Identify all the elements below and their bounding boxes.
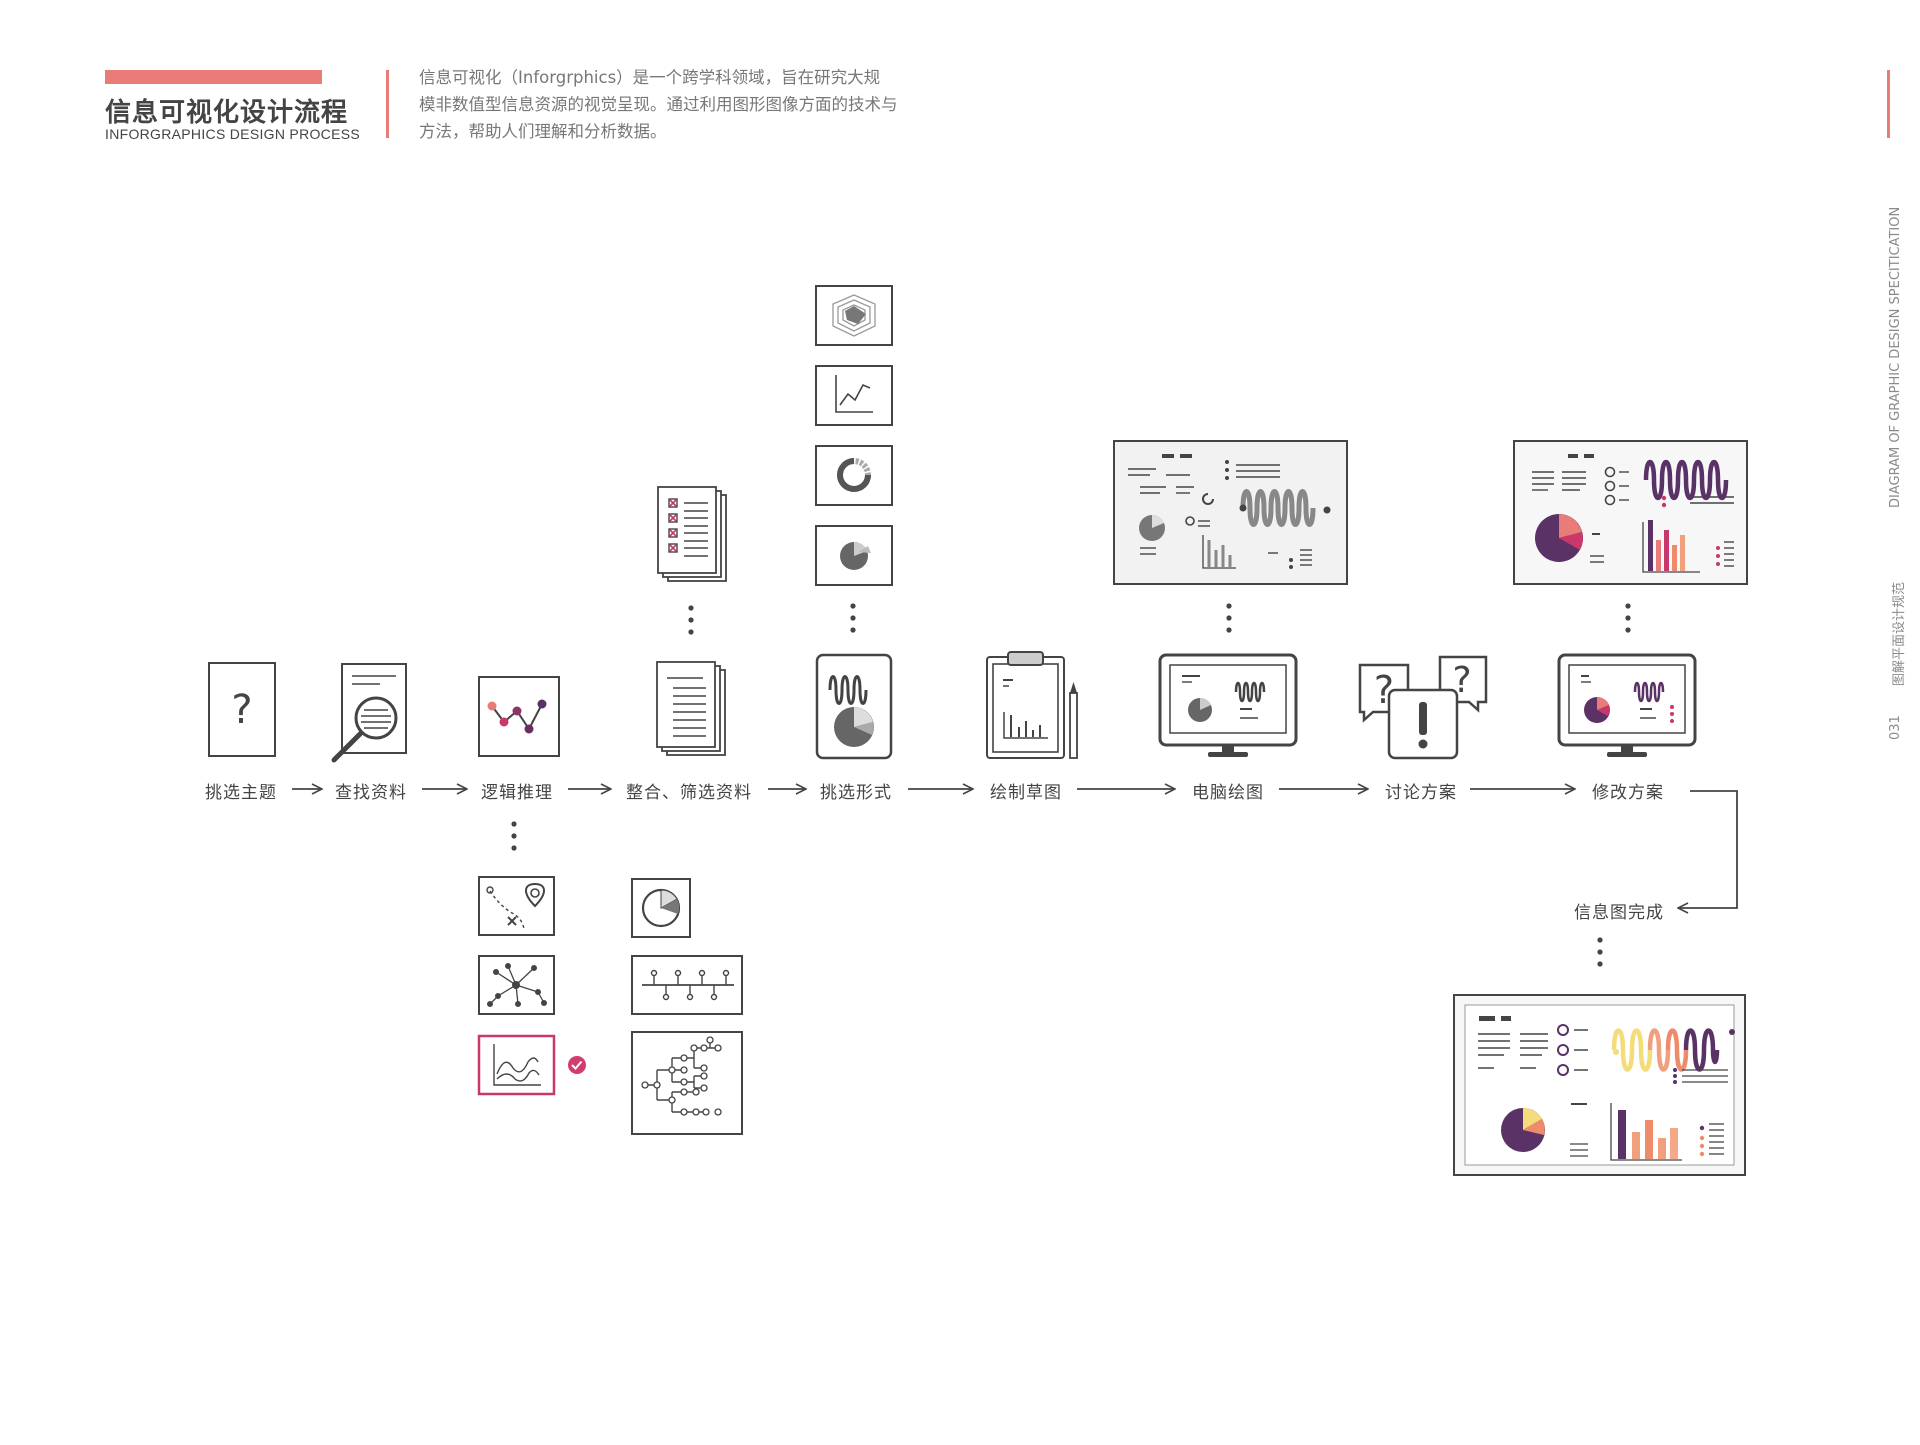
map-route-option-icon <box>478 876 555 936</box>
dots-logic-down <box>511 821 517 851</box>
question-document-icon: ? <box>208 662 276 757</box>
discussion-bubbles-icon: ? ? <box>1358 655 1488 760</box>
page-subtitle: INFORGRAPHICS DESIGN PROCESS <box>105 126 360 142</box>
intro-line: 信息可视化（Inforgrphics）是一个跨学科领域，旨在研究大规 <box>419 68 881 87</box>
svg-text:?: ? <box>231 687 252 733</box>
chart-form-tile-icon <box>815 653 893 760</box>
step-label-complete: 信息图完成 <box>1574 903 1664 923</box>
step-label-discuss-plan: 讨论方案 <box>1385 783 1457 803</box>
svg-text:?: ? <box>1452 660 1471 701</box>
stacked-documents-icon <box>656 661 726 756</box>
final-infographic-mockup <box>1453 994 1746 1176</box>
step-label-select-topic: 挑选主题 <box>205 783 277 803</box>
search-document-icon <box>331 663 407 763</box>
flow-arrows <box>292 789 1738 908</box>
checklist-documents-icon <box>657 486 727 582</box>
monitor-drawing-icon <box>1158 653 1298 757</box>
pie-chart-option-icon <box>815 525 893 586</box>
step-label-integrate-filter: 整合、筛选资料 <box>626 783 752 803</box>
pie-option-icon <box>631 878 691 938</box>
dots-form-up <box>850 603 856 633</box>
step-label-draw-sketch: 绘制草图 <box>990 783 1062 803</box>
network-option-icon <box>478 955 555 1015</box>
step-label-choose-form: 挑选形式 <box>820 783 892 803</box>
header-accent-bar <box>105 70 322 84</box>
intro-line: 方法，帮助人们理解和分析数据。 <box>419 122 667 141</box>
selected-area-chart-option-icon <box>477 1034 556 1096</box>
step-label-logic-reasoning: 逻辑推理 <box>481 783 553 803</box>
intro-paragraph: 信息可视化（Inforgrphics）是一个跨学科领域，旨在研究大规 模非数值型… <box>419 64 979 145</box>
radar-chart-option-icon <box>815 285 893 346</box>
step-label-computer-drawing: 电脑绘图 <box>1192 783 1264 803</box>
arrow-to-complete <box>1678 790 1738 908</box>
dots-complete-down <box>1597 937 1603 967</box>
logic-line-chart-icon <box>478 676 560 757</box>
monitor-revised-icon <box>1557 653 1697 757</box>
gray-dashboard-mockup <box>1113 440 1348 585</box>
timeline-option-icon <box>631 955 743 1015</box>
header-divider <box>386 70 389 138</box>
intro-line: 模非数值型信息资源的视觉呈现。通过利用图形图像方面的技术与 <box>419 95 898 114</box>
line-chart-option-icon <box>815 365 893 426</box>
dots-integrate-up <box>688 605 694 635</box>
revised-dashboard-mockup <box>1513 440 1748 585</box>
dots-computer-up <box>1226 603 1232 633</box>
step-label-find-material: 查找资料 <box>335 783 407 803</box>
step-label-revise-plan: 修改方案 <box>1592 783 1664 803</box>
tree-option-icon <box>631 1031 743 1135</box>
side-accent-rule <box>1887 70 1890 138</box>
donut-chart-option-icon <box>815 445 893 506</box>
dotted-connectors <box>511 603 1631 967</box>
check-circle-icon <box>568 1056 586 1074</box>
page-title: 信息可视化设计流程 <box>105 98 349 128</box>
clipboard-sketch-icon <box>986 651 1078 759</box>
dots-revise-up <box>1625 603 1631 633</box>
